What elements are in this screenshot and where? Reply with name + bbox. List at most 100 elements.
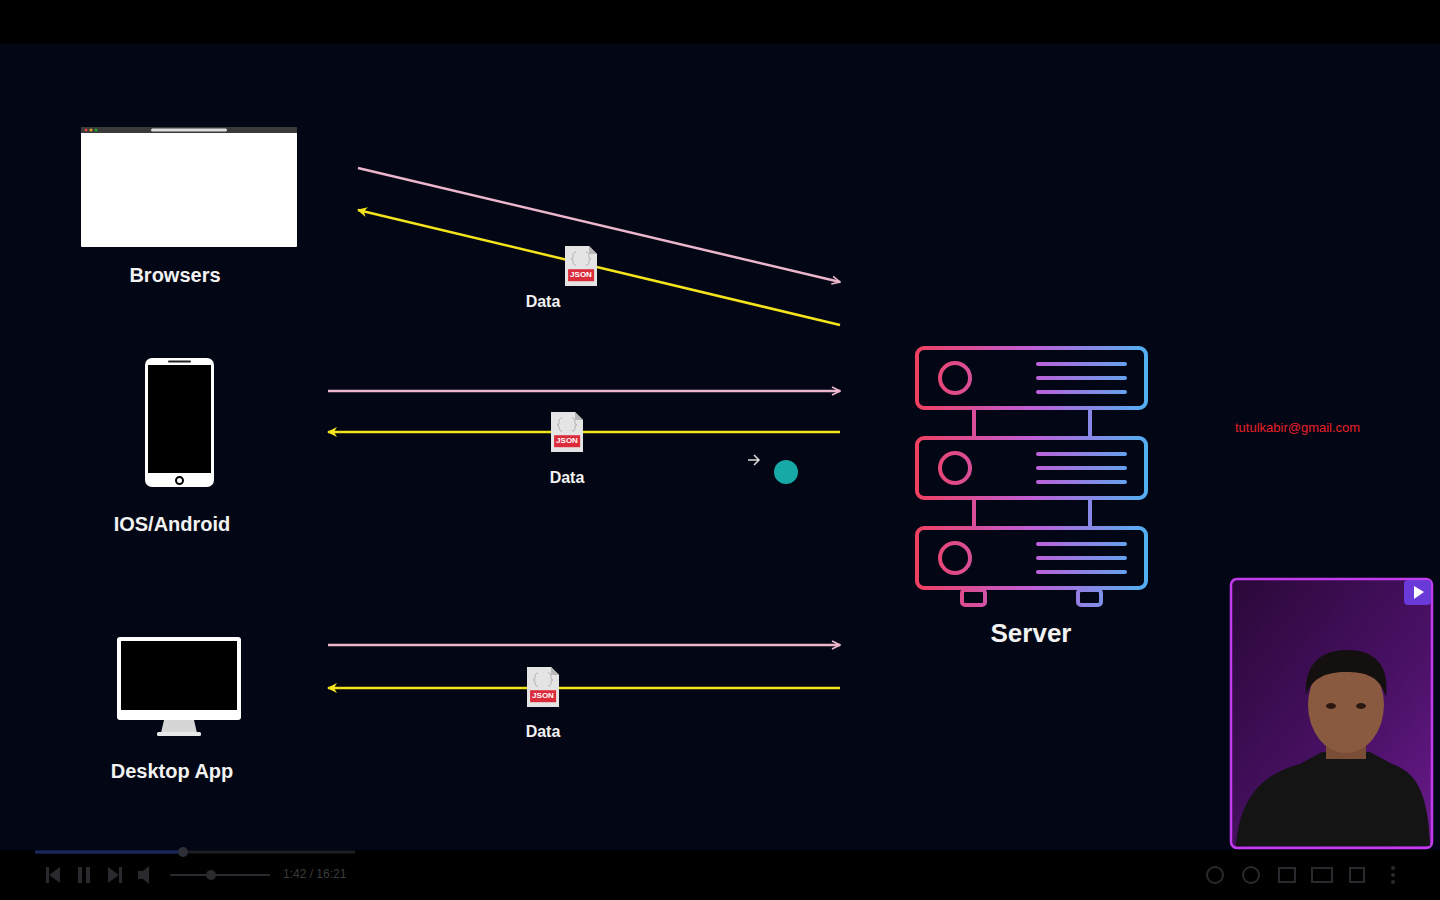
response-arrow: [328, 687, 840, 690]
client-desktop: Desktop App: [40, 625, 328, 790]
server-foot: [1078, 590, 1101, 605]
server-foot: [962, 590, 985, 605]
phone-home-button: [176, 477, 183, 484]
menu-icon: [1391, 866, 1395, 870]
fullscreen-icon: [1350, 868, 1364, 882]
window-dot: [95, 129, 98, 132]
volume-track: [170, 874, 270, 876]
server-slot: [1038, 556, 1125, 560]
server-light: [940, 453, 970, 483]
edge-label: Data: [523, 722, 564, 741]
pause-icon: [86, 867, 90, 883]
server-link: [972, 500, 976, 529]
monitor-screen: [121, 641, 237, 710]
server-light: [940, 543, 970, 573]
request-arrow: [358, 168, 840, 282]
menu-icon: [1391, 873, 1395, 877]
forward-icon: [1243, 867, 1259, 883]
server-slot: [1038, 542, 1125, 546]
monitor-base: [157, 732, 201, 736]
person-eye: [1326, 703, 1336, 709]
phone-frame: [145, 358, 214, 487]
server-light: [940, 363, 970, 393]
edge-label: Data: [523, 292, 564, 311]
loop-icon: [1279, 868, 1295, 882]
window-dot: [90, 129, 93, 132]
mouse-cursor: [748, 455, 759, 465]
json-badge: JSON: [530, 690, 556, 702]
server-slot: [1038, 452, 1125, 456]
top-bar: [0, 0, 1440, 44]
json-file-icon: [527, 667, 559, 707]
node-label: Desktop App: [52, 759, 292, 783]
rewind-icon: [1207, 867, 1223, 883]
video-timestamp: 1:42 / 16:21: [283, 867, 346, 881]
webcam-badge: [1404, 580, 1431, 605]
server-slot: [1038, 480, 1125, 484]
server-unit: [917, 348, 1146, 408]
json-badge: JSON: [554, 435, 580, 447]
phone-icon: [144, 357, 215, 488]
file-fold: [589, 246, 597, 254]
server-link: [972, 410, 976, 439]
progress-played: [35, 851, 183, 854]
file-braces: [571, 252, 591, 265]
address-bar: [151, 129, 227, 132]
webcam-frame: [1231, 579, 1432, 848]
person-body: [1236, 752, 1430, 846]
file-braces: [557, 418, 577, 431]
server-link: [1088, 410, 1092, 439]
monitor-frame: [117, 637, 241, 720]
person-eye: [1356, 703, 1366, 709]
response-arrow: [358, 210, 840, 325]
window-dot: [85, 129, 88, 132]
desktop-icon: [117, 637, 241, 737]
progress-track: [35, 851, 355, 854]
phone-screen: [148, 365, 211, 473]
request-arrow: [328, 644, 840, 647]
browser-titlebar: [81, 127, 297, 133]
client-mobile: IOS/Android: [40, 345, 328, 545]
server-slot: [1038, 362, 1125, 366]
file-fold: [575, 412, 583, 420]
browser-icon: [81, 127, 297, 247]
client-browser: Browsers: [40, 115, 358, 295]
menu-icon: [1391, 880, 1395, 884]
next-icon: [119, 867, 122, 883]
volume-knob: [206, 870, 216, 880]
file-body: [527, 667, 559, 707]
edge-label: Data: [547, 468, 588, 487]
browser-window: [81, 127, 297, 247]
response-arrow: [328, 431, 840, 434]
theater-icon: [1312, 868, 1332, 882]
request-arrow: [328, 390, 840, 393]
prev-icon: [49, 867, 60, 883]
next-icon: [108, 867, 119, 883]
prev-icon: [46, 867, 49, 883]
file-body: [551, 412, 583, 452]
server-unit: [917, 438, 1146, 498]
file-fold: [551, 667, 559, 675]
webcam-badge-icon: [1414, 586, 1424, 599]
server-slot: [1038, 390, 1125, 394]
pause-icon: [78, 867, 82, 883]
server-node: Server: [840, 335, 1220, 655]
json-file-icon: [551, 412, 583, 452]
file-braces: [533, 673, 553, 686]
server-icon: [915, 345, 1150, 610]
server-link: [1088, 500, 1092, 529]
node-label: Server: [911, 618, 1151, 649]
server-slot: [1038, 570, 1125, 574]
json-file-icon: [565, 246, 597, 286]
server-slot: [1038, 466, 1125, 470]
player-controls: [46, 866, 1395, 884]
node-label: Browsers: [55, 263, 295, 287]
server-unit: [917, 528, 1146, 588]
player-bar: [0, 850, 1440, 900]
watermark: tutulkabir@gmail.com: [1235, 420, 1360, 436]
file-body: [565, 246, 597, 286]
pointer-dot: [774, 460, 798, 484]
volume-icon: [138, 866, 149, 884]
webcam-inset: [1231, 579, 1432, 848]
